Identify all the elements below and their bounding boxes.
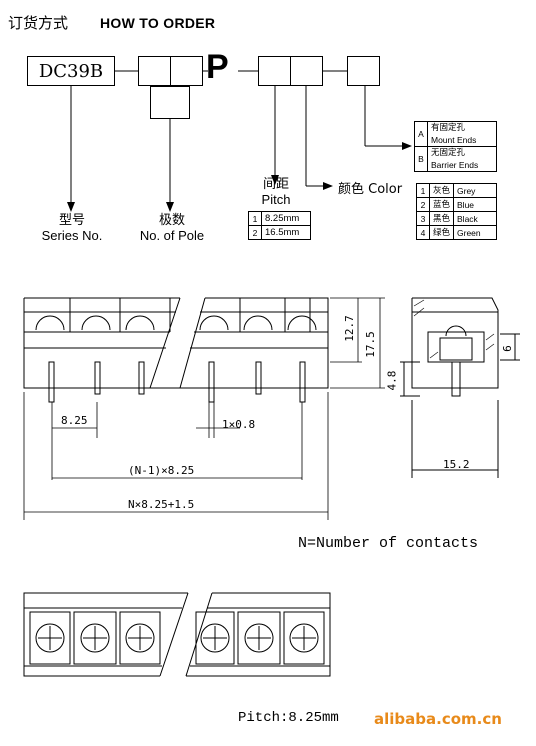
pole-bracket: [150, 86, 190, 119]
dim-n1: (N-1)×8.25: [128, 464, 195, 477]
dim-825: 8.25: [61, 414, 88, 427]
model-code-box: DC39B: [27, 56, 115, 86]
pitch-option-num: 2: [248, 225, 262, 240]
end-option-row: B 无固定孔 Barrier Ends: [414, 146, 497, 172]
pitch-label-cn: 间距: [262, 177, 289, 192]
poles-label-en: No. of Pole: [139, 228, 205, 243]
end-option-letter: B: [414, 146, 428, 172]
pitch-label-en: Pitch: [261, 192, 291, 207]
poles-label-cn: 极数: [158, 213, 185, 228]
end-type-box: [347, 56, 380, 86]
title-english: HOW TO ORDER: [100, 15, 216, 31]
dim-152: 15.2: [443, 458, 470, 471]
brand-watermark: alibaba.com.cn: [374, 710, 502, 728]
color-option-cn: 蓝色: [428, 197, 455, 212]
end-option-cn: 无固定孔: [431, 148, 466, 158]
pitch-option-value: 16.5mm: [261, 225, 311, 240]
dim-n: N×8.25+1.5: [128, 498, 195, 511]
color-option-cn: 绿色: [428, 225, 455, 240]
pitch-note: Pitch:8.25mm: [238, 710, 339, 726]
pin-type-letter: P: [206, 48, 229, 86]
color-option-en: Green: [453, 225, 498, 240]
series-label-cn: 型号: [58, 213, 85, 228]
color-box: [290, 56, 323, 86]
dim-1x08: 1×0.8: [222, 418, 256, 431]
series-label-en: Series No.: [41, 228, 103, 243]
pole-box-2: [170, 56, 203, 86]
title-chinese: 订货方式: [8, 14, 69, 32]
color-label: 颜色 Color: [338, 182, 403, 197]
end-option-en: Barrier Ends: [431, 160, 479, 170]
end-option-en: Mount Ends: [431, 135, 477, 145]
screw-heads: [35, 623, 319, 653]
end-option-cn: 有固定孔: [431, 123, 466, 133]
contacts-note: N=Number of contacts: [298, 535, 479, 552]
